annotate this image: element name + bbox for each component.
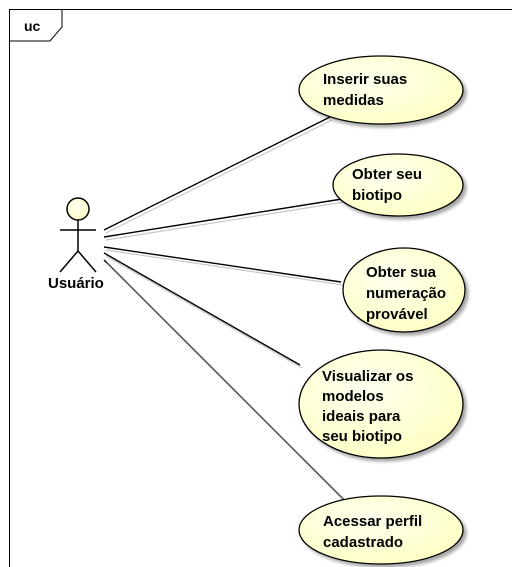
use-case-label: ideais para	[322, 408, 401, 425]
actor-name: Usuário	[48, 275, 104, 292]
association-shadow	[105, 249, 344, 286]
use-case-label: biotipo	[352, 187, 402, 204]
association-line	[103, 198, 343, 238]
association-shadow	[105, 255, 303, 369]
use-case-label: Inserir suas	[323, 71, 407, 88]
actor-head	[66, 197, 90, 221]
use-case-label: Obter sua	[366, 264, 437, 281]
use-case-label: cadastrado	[323, 534, 403, 551]
use-case-label: Visualizar os	[322, 368, 413, 385]
svg-text:Obter seu biotipo: Obter seu biotipo	[352, 166, 426, 204]
use-case-obter-numeracao[interactable]: Obter sua numeração provável	[342, 247, 466, 333]
association-line	[103, 116, 331, 231]
association-line	[103, 246, 342, 283]
use-case-label: medidas	[323, 92, 384, 109]
actor-usuario[interactable]	[59, 197, 97, 273]
actor-left-leg	[59, 250, 79, 273]
association-shadow	[105, 119, 333, 234]
svg-text:Acessar perfil cadastrad: Acessar perfil cadastrado	[323, 513, 426, 551]
svg-text:Inserir suas medidas: Inserir suas medidas	[323, 71, 411, 109]
frame-label: uc	[24, 18, 41, 34]
use-case-visualizar-modelos[interactable]: Visualizar os modelos ideais para seu bi…	[298, 349, 464, 459]
use-case-label: provável	[366, 306, 428, 323]
frame-tab	[9, 9, 63, 42]
use-case-label: Obter seu	[352, 166, 422, 183]
use-case-inserir-medidas[interactable]: Inserir suas medidas	[298, 55, 464, 125]
use-case-label: seu biotipo	[322, 428, 402, 445]
use-case-label: modelos	[322, 388, 384, 405]
use-case-obter-biotipo[interactable]: Obter seu biotipo	[332, 153, 464, 217]
use-case-label: Acessar perfil	[323, 513, 422, 530]
association-shadow	[105, 262, 355, 512]
association-line	[103, 252, 301, 366]
use-case-acessar-perfil[interactable]: Acessar perfil cadastrado	[298, 495, 464, 565]
actor-right-leg	[77, 250, 97, 273]
associations	[103, 116, 355, 512]
svg-text:Obter sua numeração: Obter sua numeração provável	[366, 264, 450, 323]
svg-text:Visualizar os modelos: Visualizar os modelos ideais para seu bi…	[322, 368, 418, 445]
diagram-frame: uc	[9, 9, 512, 567]
association-line	[103, 259, 353, 509]
use-case-label: numeração	[366, 285, 446, 302]
association-shadow	[105, 201, 345, 241]
